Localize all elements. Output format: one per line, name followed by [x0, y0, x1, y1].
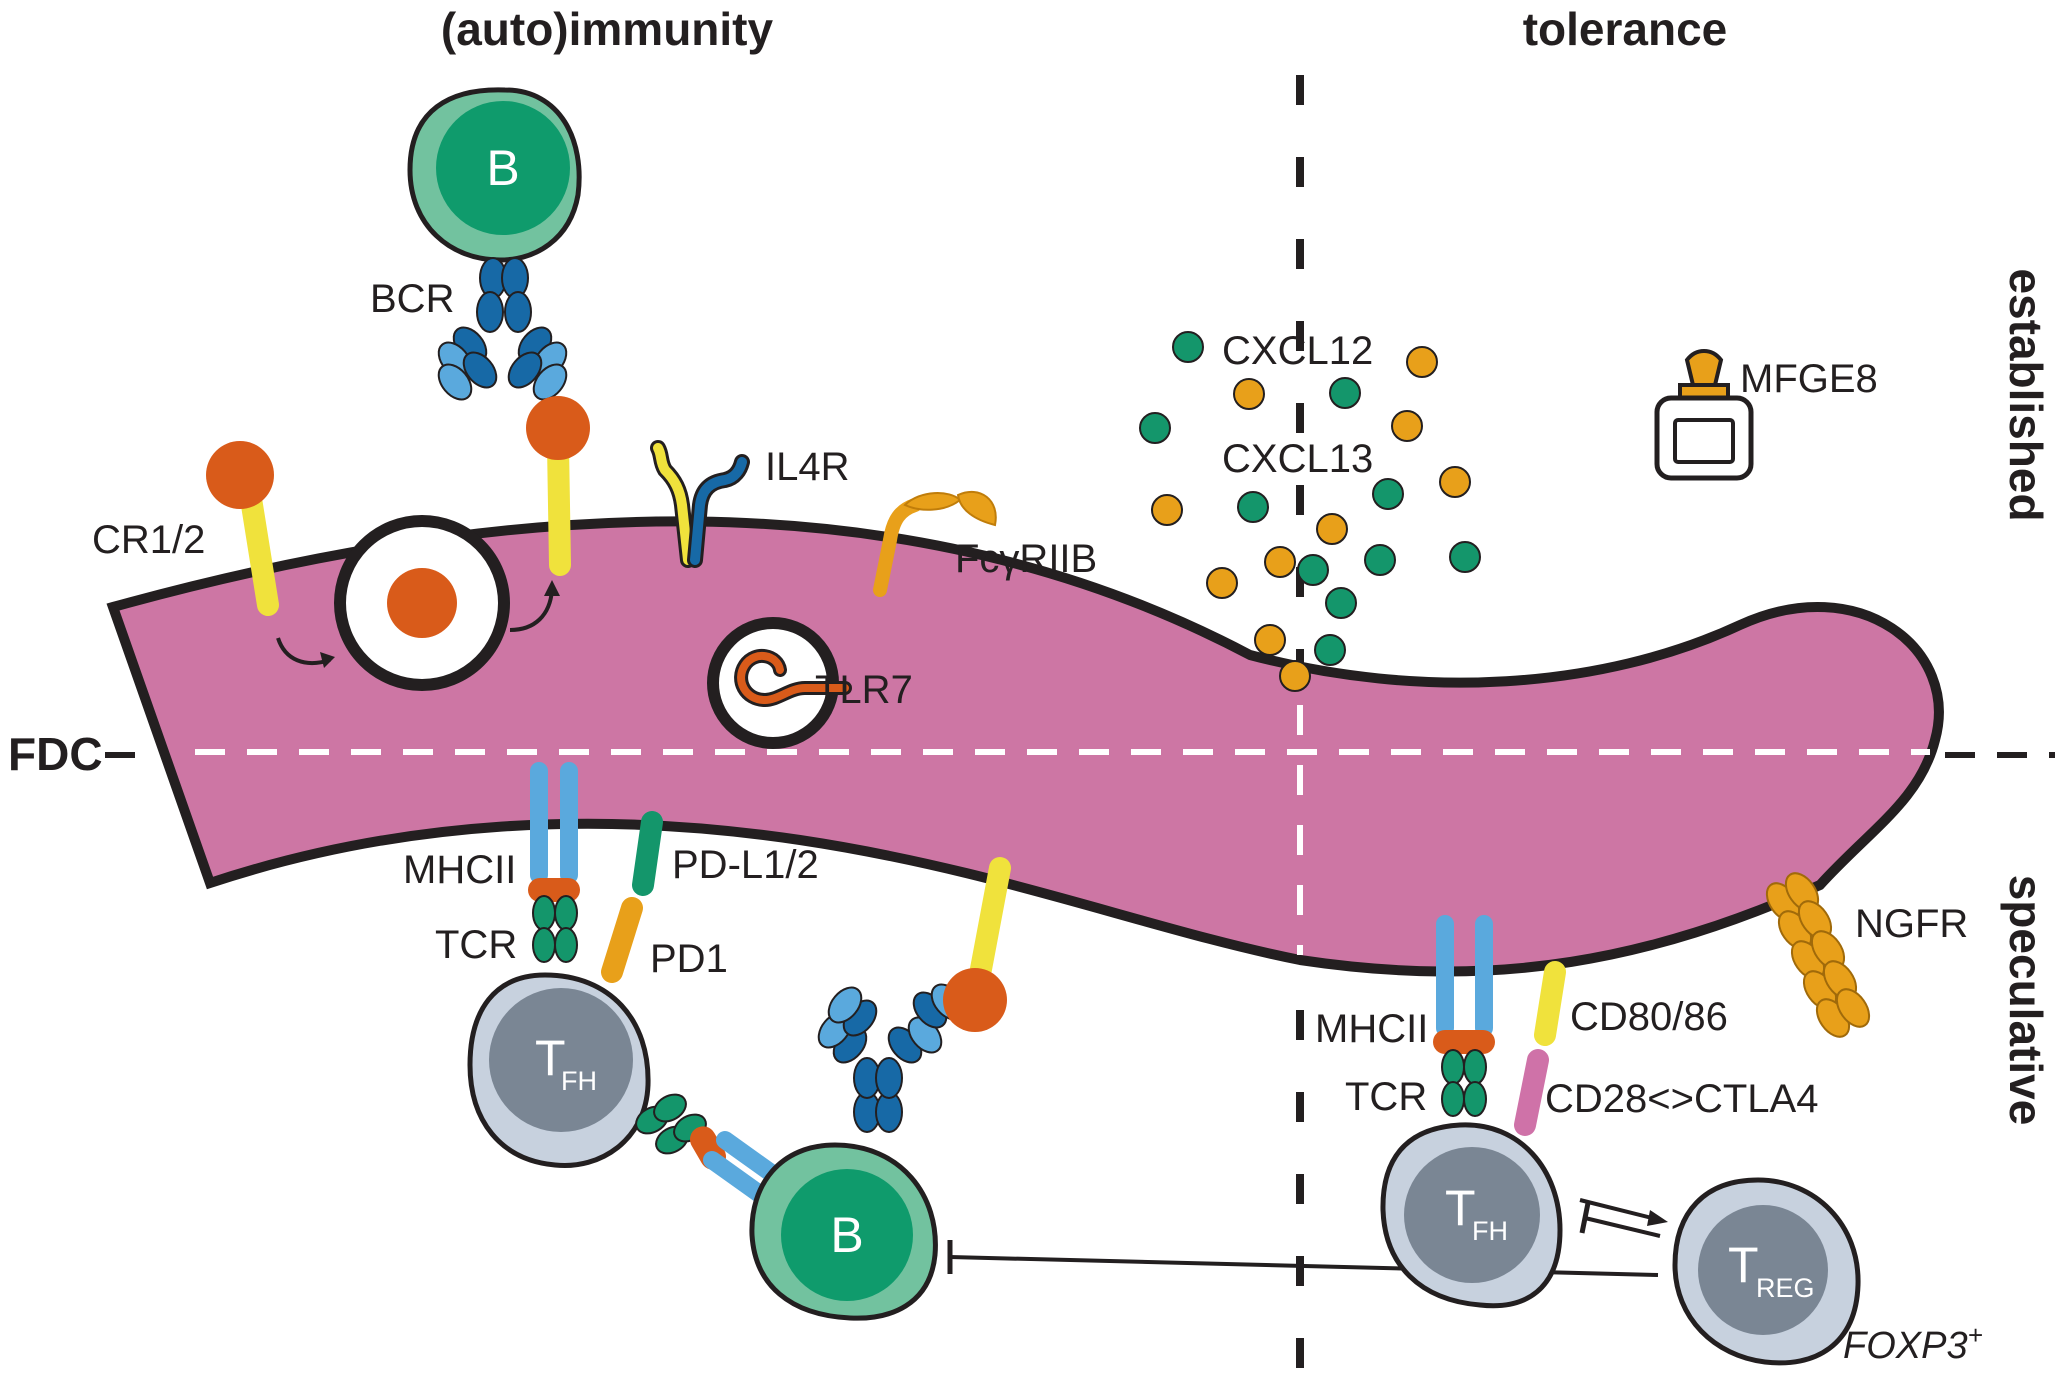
- label-foxp3-sup: +: [1968, 1320, 1983, 1350]
- tfh-cell-right-sub: FH: [1472, 1216, 1508, 1246]
- label-foxp3: FOXP3+: [1843, 1320, 1983, 1367]
- tfh-to-treg-arrowhead-icon: [1647, 1210, 1668, 1226]
- tcr-complex-right: [1441, 1049, 1487, 1117]
- side-label-established: established: [2000, 268, 2052, 521]
- treg-cell-sub: REG: [1756, 1273, 1815, 1303]
- header-tolerance: tolerance: [1523, 3, 1728, 55]
- mhcii-complex-right: [1433, 915, 1495, 1054]
- b-cell-bottom-nucleus: [781, 1169, 913, 1301]
- label-pd1: PD1: [650, 937, 728, 981]
- recycled-antigen: [526, 396, 590, 460]
- label-cxcl12: CXCL12: [1222, 329, 1373, 373]
- tlr7-receptor-fill: [737, 652, 849, 705]
- il4r-receptor: [650, 440, 750, 568]
- label-cxcl13: CXCL13: [1222, 437, 1373, 481]
- b-cell-top-nucleus: [436, 101, 570, 235]
- tfh-cell-left-sub: FH: [561, 1066, 597, 1096]
- treg-cell-label: T: [1728, 1237, 1759, 1293]
- arrow-internalization-head-icon: [320, 652, 335, 668]
- fdc-cell-body: [106, 516, 1944, 977]
- tfh-cell-right-nucleus: [1404, 1147, 1540, 1283]
- tfh-cell-right-label: T: [1445, 1180, 1476, 1236]
- cr12-complement-ligand: [206, 441, 274, 509]
- label-il4r: IL4R: [765, 445, 850, 489]
- treg-to-tfh-inhibit-bar: [1579, 1202, 1591, 1234]
- b-cell-top-label: B: [486, 140, 519, 196]
- cr12-receptor-stalk-bottom: [967, 857, 1011, 996]
- chemokine-cloud: [1139, 331, 1481, 692]
- antigen-bottom: [943, 968, 1007, 1032]
- pdl12-ligand: [632, 811, 663, 896]
- arrow-recycling-head-icon: [544, 580, 560, 596]
- cr12-receptor-stalk-2: [547, 434, 571, 576]
- treg-to-tfh-inhibit-line: [1584, 1216, 1661, 1238]
- arrow-recycling-icon: [509, 589, 554, 632]
- label-fcgriib: FcγRIIB: [955, 537, 1097, 581]
- label-cr12: CR1/2: [92, 518, 205, 562]
- tcr-complex-left: [532, 895, 578, 963]
- cd28-ctla4-receptor: [1514, 1049, 1549, 1136]
- label-tlr7: TLR7: [815, 668, 913, 712]
- ngfr-receptor: [1765, 872, 1871, 1038]
- mfge8-glue-bottle-icon: [1654, 349, 1754, 481]
- fcgriib-receptor: [873, 490, 997, 597]
- pd1-receptor: [601, 897, 643, 983]
- label-mhcii-right: MHCII: [1315, 1007, 1428, 1051]
- vesicle-antigen: [387, 568, 457, 638]
- label-bcr: BCR: [370, 277, 454, 321]
- label-cd8086: CD80/86: [1570, 995, 1728, 1039]
- side-label-speculative: speculative: [2000, 875, 2052, 1126]
- tfh-to-treg-arrow-icon: [1579, 1198, 1661, 1222]
- treg-cell-nucleus: [1698, 1205, 1828, 1335]
- label-tcr-right: TCR: [1345, 1075, 1427, 1119]
- bcr-antibody-top: [437, 257, 568, 401]
- label-pdl12: PD-L1/2: [672, 843, 819, 887]
- tfh-cell-left-nucleus: [489, 988, 633, 1132]
- label-cd28ctla4: CD28<>CTLA4: [1545, 1077, 1818, 1121]
- label-mhcii-left: MHCII: [403, 848, 516, 892]
- header-autoimmunity: (auto)immunity: [441, 3, 774, 55]
- label-mfge8: MFGE8: [1740, 357, 1878, 401]
- label-ngfr: NGFR: [1855, 902, 1968, 946]
- cd8086-ligand: [1534, 961, 1566, 1046]
- b-cell-bottom-label: B: [830, 1207, 863, 1263]
- tfh-cell-left-label: T: [535, 1030, 566, 1086]
- fdc-label: FDC: [8, 728, 103, 780]
- label-tcr-left: TCR: [435, 923, 517, 967]
- bcr-antibody-bottom: [817, 983, 966, 1133]
